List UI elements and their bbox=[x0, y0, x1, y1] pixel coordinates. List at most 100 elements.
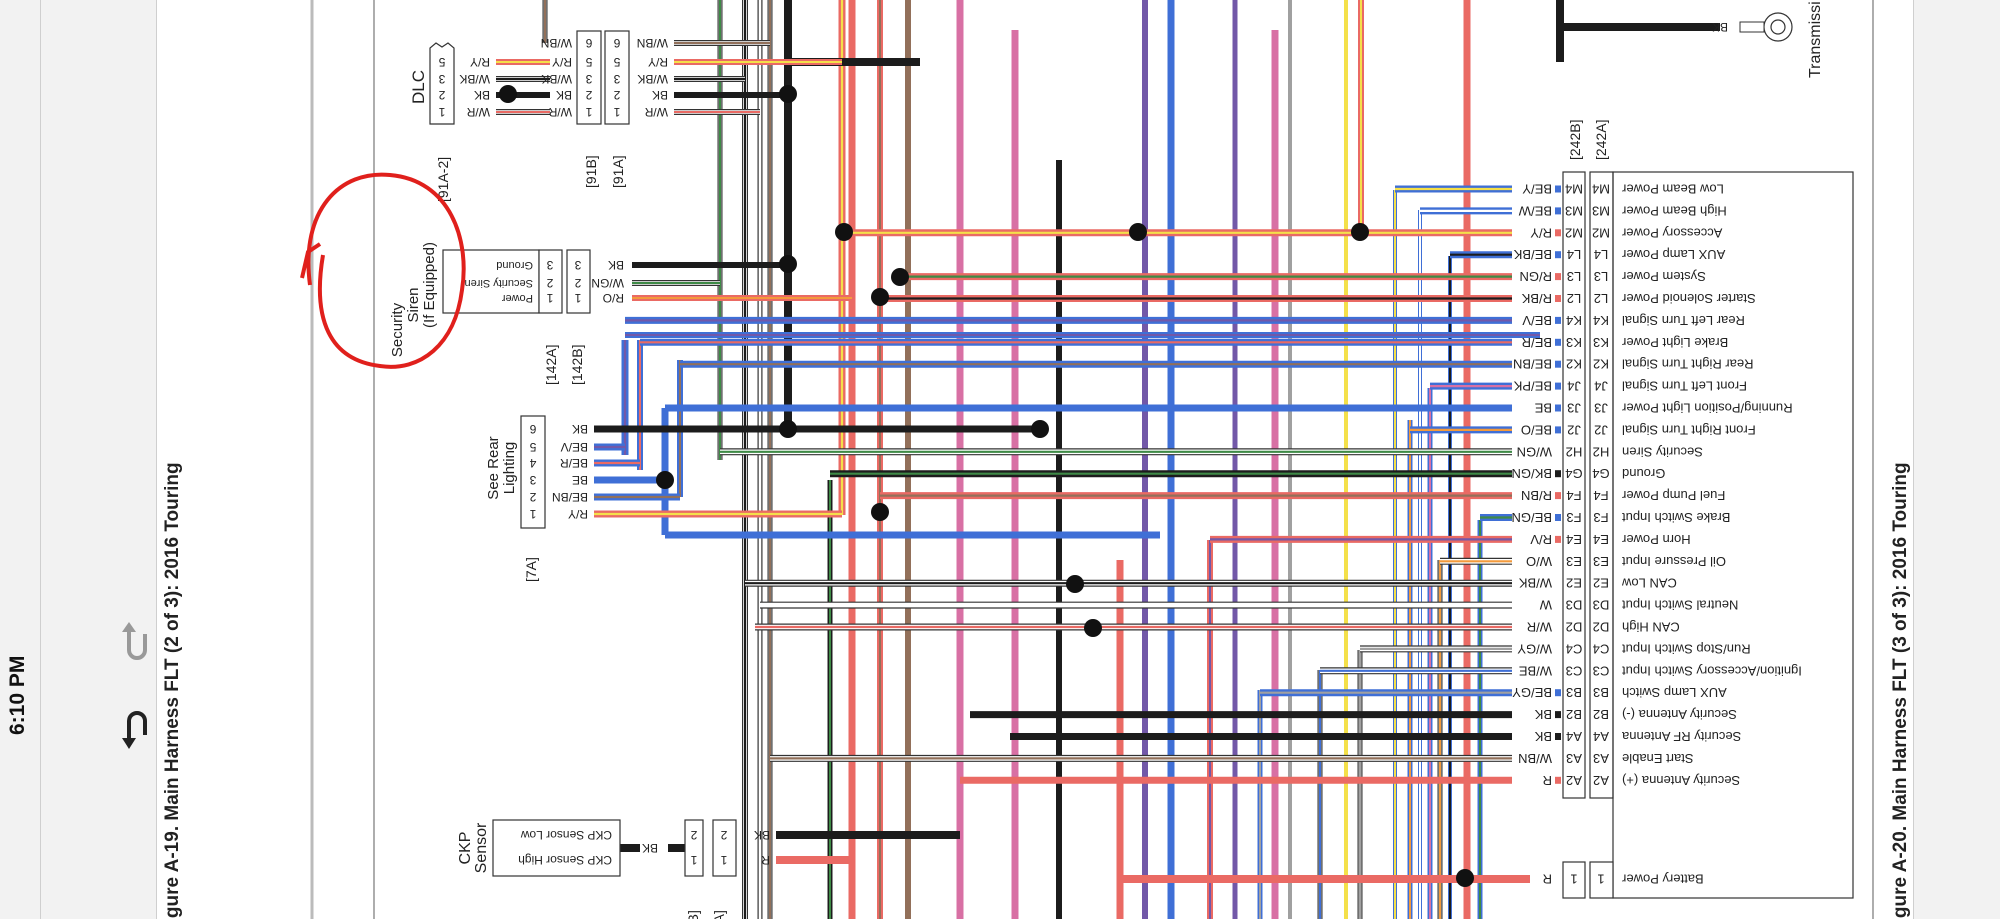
pin-a-label: E3 bbox=[1593, 554, 1609, 569]
splice-dot bbox=[779, 85, 797, 103]
wire-code-label: R/Y bbox=[648, 55, 668, 69]
pin-b-label: J4 bbox=[1567, 379, 1581, 394]
transmission-label: Transmissi bbox=[1807, 1, 1824, 78]
wire-code-label: R/Y bbox=[470, 55, 490, 69]
ckp-ref-b: [9B] bbox=[685, 910, 701, 919]
pin-b-label: 3 bbox=[585, 72, 592, 86]
pin-b-label: A2 bbox=[1566, 773, 1582, 788]
pin-a-label: E2 bbox=[1593, 576, 1609, 591]
ckp-inner-wire: BK bbox=[642, 841, 658, 855]
pin-a-label: 3 bbox=[574, 258, 581, 272]
pin-b-label: F4 bbox=[1566, 488, 1581, 503]
wire-code-label: BK bbox=[754, 828, 770, 842]
pin-label: 6 bbox=[529, 422, 536, 436]
wire-code-label: W/GN bbox=[1517, 444, 1552, 459]
pin-function-label: Front Right Turn Signal bbox=[1622, 422, 1756, 437]
pin-a-label: 5 bbox=[613, 55, 620, 69]
splice-dot bbox=[1351, 223, 1369, 241]
pin-function-label: Oil Pressure Input bbox=[1622, 554, 1726, 569]
pin-function-label: Security Antenna (+) bbox=[1622, 773, 1740, 788]
siren-title-1: Security bbox=[389, 302, 406, 357]
redo-icon[interactable] bbox=[119, 620, 155, 666]
pin-a-label: B2 bbox=[1593, 707, 1609, 722]
pin-function-label: Brake Light Power bbox=[1621, 335, 1728, 350]
pin-b-label: M3 bbox=[1565, 203, 1583, 218]
wire-code-label: BK bbox=[1534, 707, 1552, 722]
pin-b-label: 3 bbox=[546, 258, 553, 272]
pin-a-label: A3 bbox=[1593, 751, 1609, 766]
pin-b-label: E2 bbox=[1566, 576, 1582, 591]
wire-code-label: R/Y bbox=[568, 507, 588, 521]
splice-dot bbox=[1031, 420, 1049, 438]
dlc-title: DLC bbox=[409, 70, 428, 104]
pin-b-label: K4 bbox=[1566, 313, 1582, 328]
toolbar bbox=[41, 0, 157, 919]
pin-function-label: Accessory Power bbox=[1621, 225, 1722, 240]
figure-caption-right: Figure A-20. Main Harness FLT (3 of 3): … bbox=[1890, 462, 1911, 919]
pin-b-label: D3 bbox=[1566, 598, 1583, 613]
pin-function-label: Security Siren bbox=[465, 277, 533, 289]
pin-b-label: G4 bbox=[1565, 466, 1582, 481]
splice-dot bbox=[835, 223, 853, 241]
pin-function-label: CKP Sensor High bbox=[518, 853, 612, 867]
wire-code-label: BE bbox=[1534, 401, 1552, 416]
pin-b-label: 2 bbox=[546, 276, 553, 290]
pin-b-label: C3 bbox=[1566, 663, 1583, 678]
wire-code-label: BE/W bbox=[1518, 203, 1552, 218]
wire-code-label: R bbox=[761, 853, 770, 867]
wire-code-label: BK bbox=[652, 88, 668, 102]
pin-b-label: B3 bbox=[1566, 685, 1582, 700]
connector-91a-ref: [91A] bbox=[610, 155, 626, 188]
security-siren-connector: Security Siren (If Equipped) [142A] [142… bbox=[389, 242, 624, 385]
pin-b-label: E3 bbox=[1566, 554, 1582, 569]
pin-function-label: Start Enable bbox=[1622, 751, 1694, 766]
wire-code-label: R/Y bbox=[552, 55, 572, 69]
annotation-circle bbox=[306, 172, 466, 369]
pin-a-label: E4 bbox=[1593, 532, 1609, 547]
pin-a-label: B3 bbox=[1593, 685, 1609, 700]
pin-b-label: A3 bbox=[1566, 751, 1582, 766]
figure-caption-left: Figure A-19. Main Harness FLT (2 of 3): … bbox=[162, 462, 183, 919]
pin-a-label: J2 bbox=[1594, 422, 1608, 437]
wire-code-label: R bbox=[1543, 872, 1552, 887]
pin-function-label: Rear Right Turn Signal bbox=[1622, 357, 1754, 372]
rear-lighting-title-2: Lighting bbox=[501, 442, 518, 495]
splice-dot bbox=[1066, 575, 1084, 593]
wire-code-label: R bbox=[1543, 773, 1552, 788]
undo-icon[interactable] bbox=[119, 705, 155, 751]
pin-a-label: M4 bbox=[1592, 182, 1610, 197]
connector-91b-ref: [91B] bbox=[583, 155, 599, 188]
pin-label: 1 bbox=[529, 507, 536, 521]
siren-title-3: (If Equipped) bbox=[421, 242, 438, 328]
pin-b-label: E4 bbox=[1566, 532, 1582, 547]
pin-function-label: AUX Lamp Power bbox=[1621, 247, 1725, 262]
pin-b-label: 1 bbox=[1570, 872, 1577, 887]
wire-code-label: W/BK bbox=[637, 72, 668, 86]
pin-function-label: AUX Lamp Switch bbox=[1622, 685, 1727, 700]
wire-code-label: R/BN bbox=[1521, 488, 1552, 503]
wire-code-label: W/R bbox=[1527, 620, 1552, 635]
splice-dot bbox=[871, 288, 889, 306]
pin-a-label: C4 bbox=[1593, 641, 1610, 656]
wire-code-label: BE/R bbox=[1522, 335, 1552, 350]
pin-function-label: CAN Low bbox=[1621, 576, 1677, 591]
pin-a-label: C3 bbox=[1593, 663, 1610, 678]
pin-function-label: Rear Left Turn Signal bbox=[1622, 313, 1745, 328]
